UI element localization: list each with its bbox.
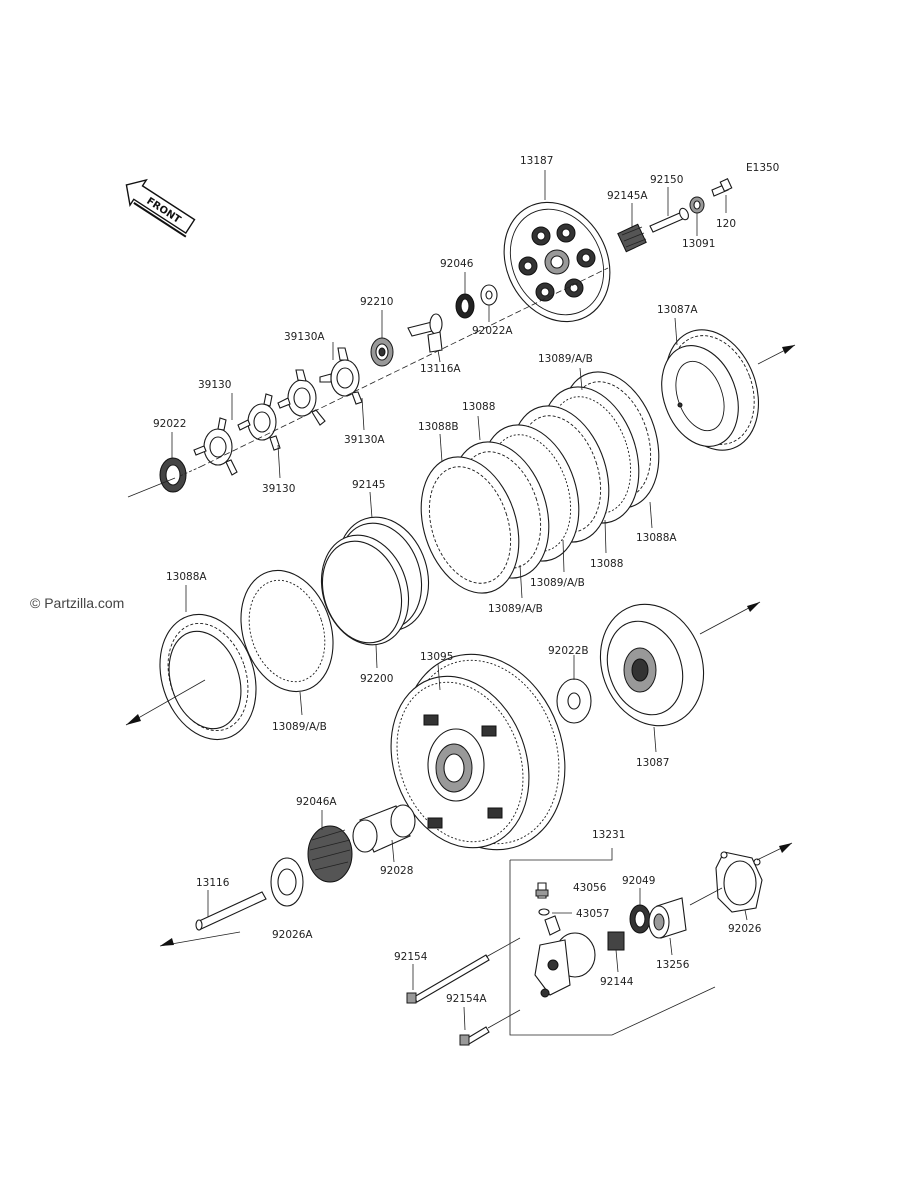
seal-92049 [629, 904, 651, 934]
watermark-text: © Partzilla.com [30, 595, 124, 611]
label-39130-top: 39130 [198, 379, 231, 391]
label-92049: 92049 [622, 875, 655, 887]
label-13088-top: 13088 [462, 401, 495, 413]
label-120: 120 [716, 218, 736, 230]
seat-92200 [320, 534, 410, 646]
label-43057: 43057 [576, 908, 609, 920]
bracket-13231 [509, 860, 716, 1036]
shaft-13116a [407, 313, 443, 353]
gasket-92026 [715, 851, 763, 913]
diagram-code: E1350 [746, 162, 779, 174]
washer-92022 [159, 457, 187, 493]
label-92210: 92210 [360, 296, 393, 308]
washer-92022b [556, 678, 592, 724]
cam-plate-39130a-lower [277, 369, 326, 426]
label-92022: 92022 [153, 418, 186, 430]
clutch-housing-13087a [661, 329, 760, 451]
label-92154: 92154 [394, 951, 428, 963]
bolt-92154a [459, 1026, 490, 1046]
label-92145: 92145 [352, 479, 385, 491]
label-13089ab-mid2: 13089/A/B [488, 603, 543, 615]
label-92150: 92150 [650, 174, 683, 186]
pushrod-92150 [649, 207, 689, 233]
label-13231: 13231 [592, 829, 625, 841]
label-13089ab-mid1: 13089/A/B [530, 577, 585, 589]
label-13116: 13116 [196, 877, 230, 889]
label-13187: 13187 [520, 155, 553, 167]
label-13116a: 13116A [420, 363, 461, 375]
label-13087: 13087 [636, 757, 669, 769]
label-13095: 13095 [420, 651, 453, 663]
label-13089ab-left: 13089/A/B [272, 721, 327, 733]
label-13091: 13091 [682, 238, 715, 250]
bolt-92154 [406, 954, 490, 1004]
label-13087a: 13087A [657, 304, 698, 316]
spring-92144 [607, 931, 625, 951]
nut-13091 [689, 196, 705, 214]
piston-13256 [648, 897, 687, 939]
label-39130a-top: 39130A [284, 331, 325, 343]
label-13256: 13256 [656, 959, 690, 971]
label-13088b: 13088B [418, 421, 459, 433]
label-43056: 43056 [573, 882, 607, 894]
bolt-120 [711, 178, 733, 197]
steel-plate-13089ab-left [240, 569, 334, 693]
label-92022a: 92022A [472, 325, 513, 337]
label-92200: 92200 [360, 673, 393, 685]
cap-43057 [538, 908, 550, 916]
shaft-13116 [195, 891, 267, 931]
bearing-92210 [370, 337, 394, 367]
clutch-basket-13095 [390, 653, 566, 851]
label-92028: 92028 [380, 865, 413, 877]
label-92022b: 92022B [548, 645, 589, 657]
label-92026a: 92026A [272, 929, 313, 941]
pressure-plate-13187 [503, 201, 611, 323]
needle-bearing-92046a [307, 825, 353, 883]
label-92154a: 92154A [446, 993, 487, 1005]
clutch-hub-13087 [599, 603, 705, 727]
spring-92145a [617, 223, 647, 253]
label-92026: 92026 [728, 923, 762, 935]
label-92145a: 92145A [607, 190, 648, 202]
label-13088a-right: 13088A [636, 532, 677, 544]
label-92144: 92144 [600, 976, 634, 988]
label-39130-bottom: 39130 [262, 483, 295, 495]
label-13088-right: 13088 [590, 558, 623, 570]
label-13088a-left: 13088A [166, 571, 207, 583]
label-13089ab-top: 13089/A/B [538, 353, 593, 365]
bleeder-43056 [535, 882, 549, 899]
thrust-washer-92026a [270, 857, 304, 907]
front-arrow-icon: FRONT [125, 178, 196, 238]
label-92046: 92046 [440, 258, 474, 270]
release-lever-housing [534, 915, 596, 998]
clutch-plate-stack [420, 371, 660, 594]
label-39130a-bottom: 39130A [344, 434, 385, 446]
ring-92046 [455, 293, 475, 319]
cam-plate-39130-lower [193, 417, 238, 476]
cam-plate-39130a-upper [319, 347, 363, 405]
sleeve-92028 [352, 804, 416, 853]
label-92046a: 92046A [296, 796, 337, 808]
cam-plate-39130-upper [237, 393, 281, 451]
